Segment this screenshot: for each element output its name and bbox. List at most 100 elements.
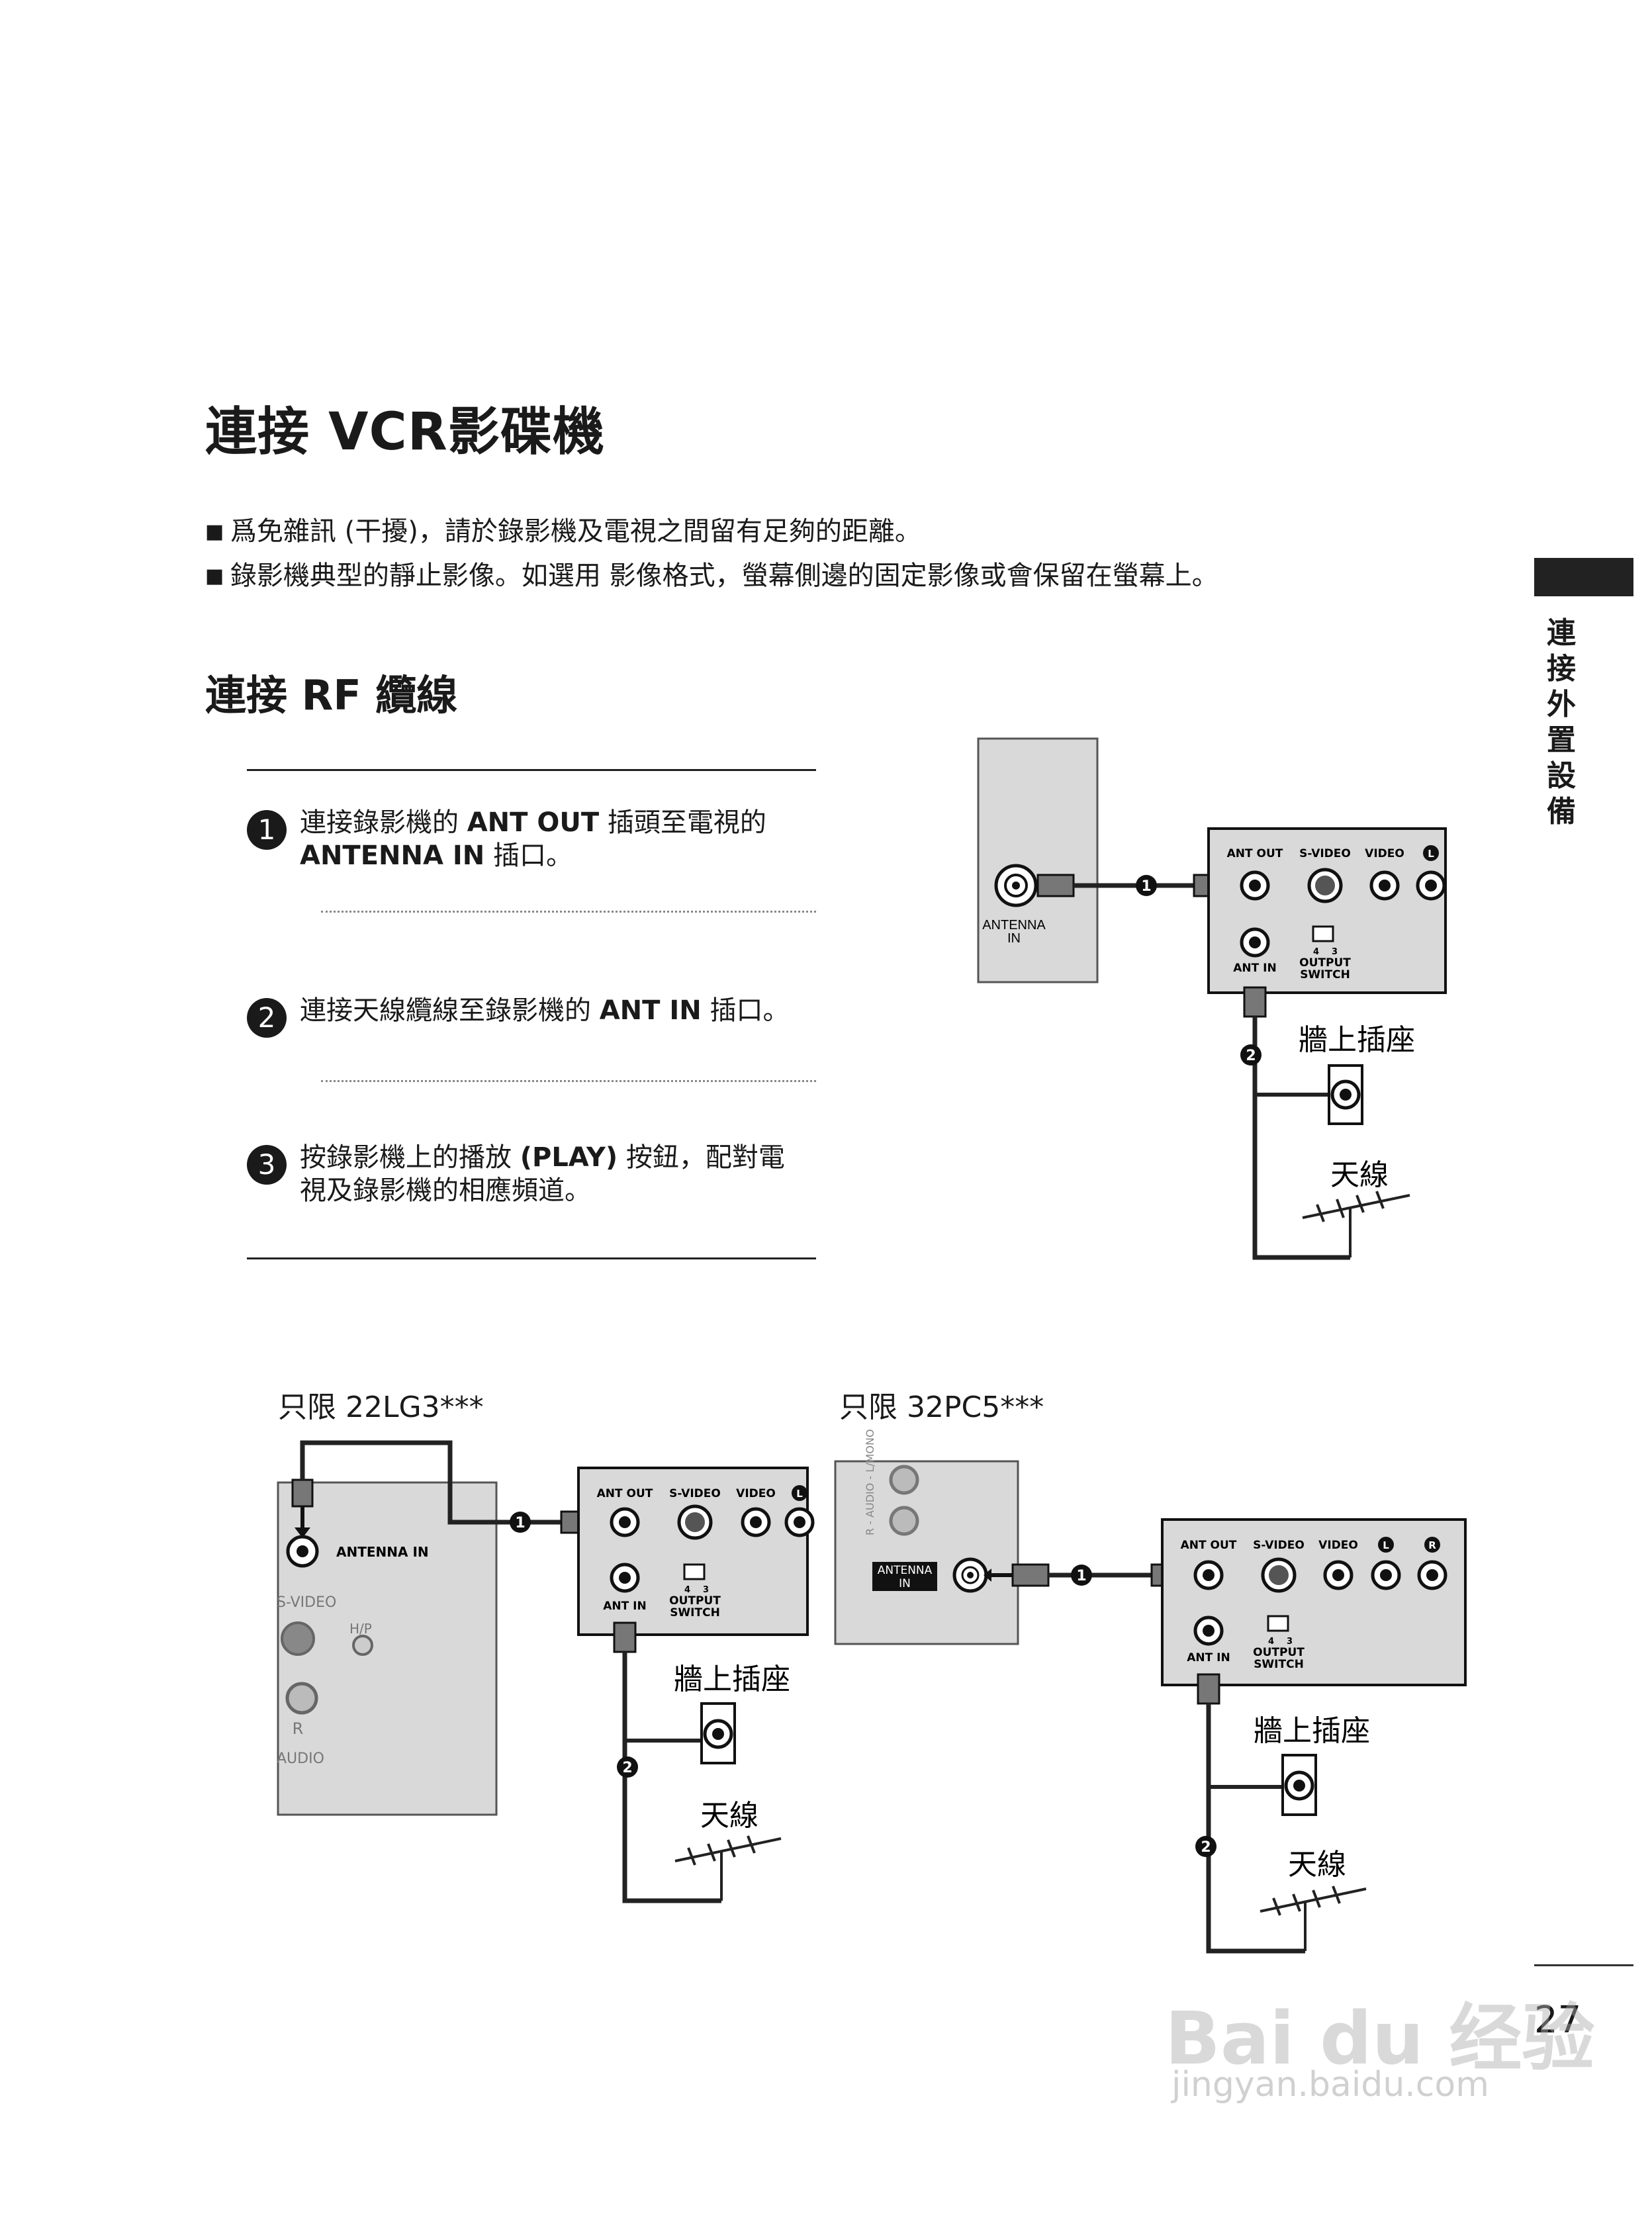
svg-text:1: 1 (1076, 1568, 1086, 1584)
svg-text:ANT IN: ANT IN (1187, 1651, 1230, 1664)
ant-in-label: ANT IN (1233, 962, 1276, 975)
antenna-in-label: IN (1007, 931, 1021, 946)
svg-text:OUTPUT: OUTPUT (669, 1594, 721, 1608)
watermark-logo: Bai du 经验 (1165, 1996, 1595, 2081)
marker-1 (1136, 875, 1157, 896)
marker-1-label: 1 (1141, 878, 1151, 895)
step-text: 連接天線纜線至錄影機的 ANT IN 插口。 (300, 995, 790, 1026)
wall-outlet-caption: 牆上插座 (1299, 1023, 1415, 1057)
marker-1 (510, 1512, 531, 1533)
marker-2 (617, 1756, 638, 1778)
antenna-in-jack (994, 864, 1038, 907)
ant-out-label: ANT OUT (1227, 847, 1283, 860)
diagram-32pc5: R - AUDIO - L/MONO ANTENNA IN 1 ANT OUT … (834, 1429, 1467, 1954)
s-video-label: S-VIDEO (1299, 847, 1351, 860)
antenna-in-badge (872, 1562, 937, 1591)
step-number: 2 (247, 998, 287, 1038)
l-label: L (1428, 848, 1434, 860)
vcr-back-panel (1161, 1518, 1467, 1686)
svg-text:2: 2 (622, 1760, 632, 1776)
audio-r-jack (285, 1682, 318, 1715)
svg-text:3: 3 (703, 1585, 709, 1595)
antenna-caption: 天線 (1330, 1158, 1389, 1192)
wall-outlet-caption: 牆上插座 (1254, 1714, 1370, 1748)
chapter-tab (1534, 558, 1633, 596)
antenna-in-jack (952, 1557, 988, 1593)
audio-jack (889, 1506, 919, 1536)
svg-text:4: 4 (1313, 947, 1319, 957)
svg-text:L: L (1383, 1539, 1389, 1551)
diagram-22lg3: ANTENNA IN S-VIDEO H/P R AUDIO 1 ANT OUT… (277, 1440, 813, 1903)
audio-l-jack (1418, 872, 1444, 899)
wall-outlet-jack (1332, 1081, 1359, 1108)
svg-text:SWITCH: SWITCH (670, 1606, 720, 1619)
antenna-icon (1302, 1191, 1410, 1257)
step-text: 按錄影機上的播放 (PLAY) 按鈕，配對電視及錄影機的相應頻道。 (300, 1142, 785, 1206)
antenna-caption: 天線 (700, 1799, 758, 1833)
tv-back-panel (834, 1460, 1019, 1645)
diagram-top: ANTENNA IN 1 ANT OUT S-VIDEO VIDEO L ANT… (977, 737, 1447, 1260)
step-divider (321, 1080, 816, 1082)
page-number: 27 (1534, 1999, 1582, 2042)
svg-text:ANTENNA: ANTENNA (878, 1564, 933, 1577)
antenna-in-label: ANTENNA IN (336, 1544, 429, 1560)
ant-in-jack (1242, 929, 1268, 956)
steps-top-rule (247, 769, 816, 771)
svg-text:ANT IN: ANT IN (603, 1600, 646, 1613)
video-label: VIDEO (1365, 847, 1404, 860)
r-label: R (293, 1719, 304, 1738)
hp-jack (352, 1635, 373, 1656)
tv-back-panel (277, 1481, 498, 1816)
svg-text:S-VIDEO: S-VIDEO (669, 1487, 721, 1500)
note-item: 錄影機典型的靜止影像。如選用 影像格式，螢幕側邊的固定影像或會保留在螢幕上。 (205, 554, 1218, 598)
svg-text:L: L (796, 1488, 803, 1500)
audio-lmono-label: R - AUDIO - L/MONO (864, 1429, 876, 1535)
svg-text:3: 3 (1332, 947, 1338, 957)
svg-text:OUTPUT: OUTPUT (1253, 1646, 1305, 1659)
antenna-in-label: ANTENNA (982, 918, 1046, 933)
model-caption-a: 只限 22LG3*** (278, 1390, 484, 1424)
svg-text:OUTPUT: OUTPUT (1299, 956, 1351, 970)
svg-text:2: 2 (1201, 1839, 1211, 1856)
antenna-caption: 天線 (1288, 1848, 1346, 1882)
video-jack (1371, 872, 1398, 899)
rf-cable (300, 1440, 572, 1525)
svg-text:ANT OUT: ANT OUT (1181, 1539, 1237, 1552)
vcr-back-panel (577, 1467, 809, 1636)
antenna-cable (622, 1652, 721, 1903)
hp-label: H/P (349, 1621, 372, 1637)
model-caption-b: 只限 32PC5*** (839, 1390, 1044, 1424)
l-badge (1423, 845, 1439, 861)
s-video-jack (1309, 870, 1341, 901)
svg-text:IN: IN (899, 1577, 911, 1590)
rf-plug (1243, 986, 1267, 1018)
antenna-in-jack (286, 1535, 319, 1568)
output-switch (1312, 925, 1334, 942)
note-item: 爲免雜訊 (干擾)，請於錄影機及電視之間留有足夠的距離。 (205, 510, 1218, 554)
rf-plug (1036, 874, 1075, 897)
svg-text:2: 2 (1246, 1048, 1256, 1064)
rf-plug (291, 1478, 314, 1508)
svg-text:1: 1 (515, 1515, 525, 1531)
antenna-icon (674, 1835, 782, 1901)
step-number: 1 (247, 810, 287, 850)
marker-1 (1071, 1565, 1092, 1586)
step-number: 3 (247, 1145, 287, 1185)
svg-text:4: 4 (684, 1585, 690, 1595)
svg-text:4: 4 (1268, 1637, 1274, 1647)
s-video-jack (281, 1621, 315, 1656)
ant-out-jack (1242, 872, 1268, 899)
step-divider (321, 911, 816, 913)
tv-back-panel (977, 737, 1099, 983)
steps-bottom-rule (247, 1257, 816, 1259)
notes-list: 爲免雜訊 (干擾)，請於錄影機及電視之間留有足夠的距離。 錄影機典型的靜止影像。… (205, 510, 1218, 598)
svg-text:VIDEO: VIDEO (1318, 1539, 1358, 1552)
wall-outlet-caption: 牆上插座 (674, 1662, 790, 1696)
svg-text:SWITCH: SWITCH (1300, 968, 1350, 981)
antenna-icon (1260, 1886, 1367, 1951)
rf-plug (1011, 1563, 1050, 1587)
chapter-label: 連接外置設備 (1547, 616, 1576, 829)
svg-text:SWITCH: SWITCH (1254, 1658, 1304, 1671)
